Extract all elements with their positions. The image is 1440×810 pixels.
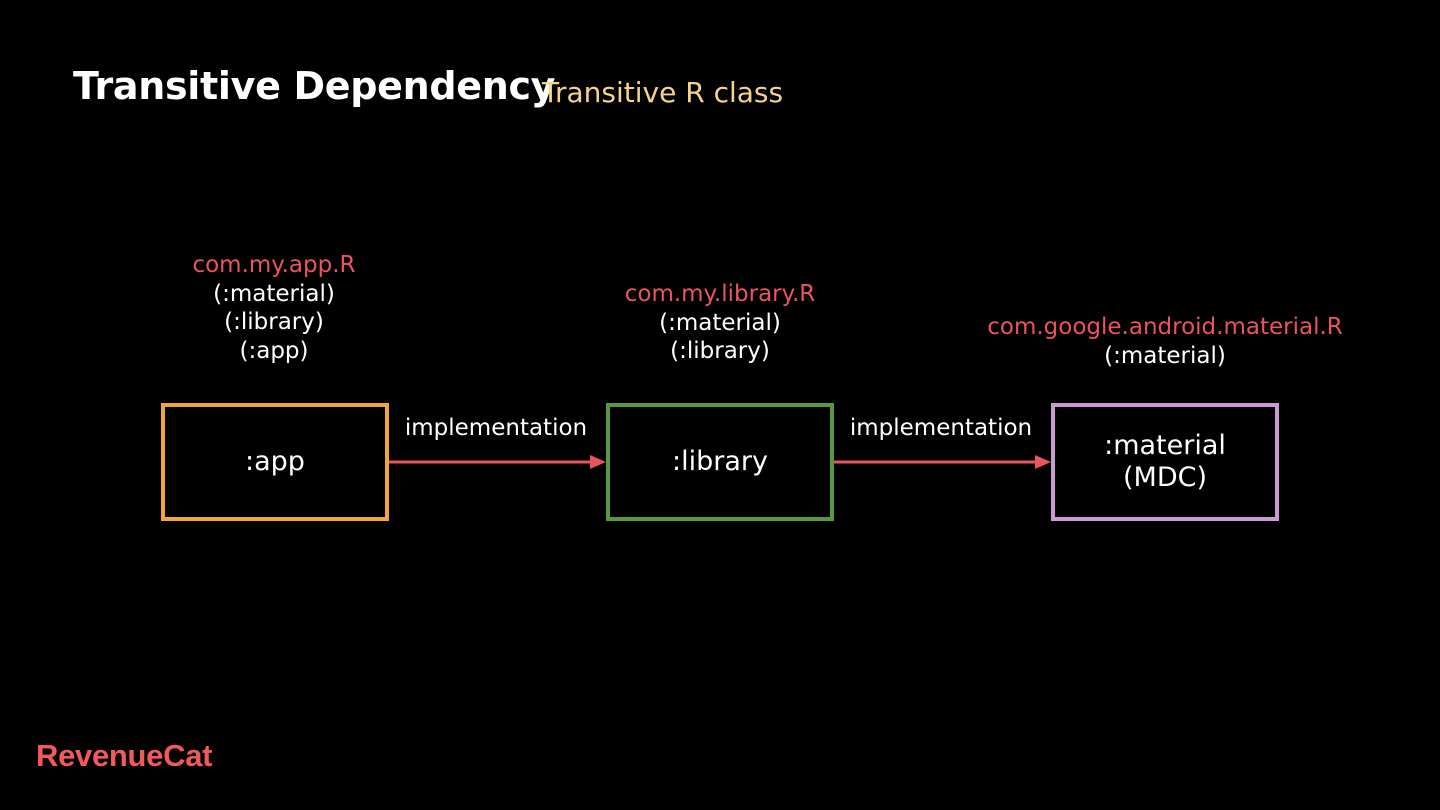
r-class-name: com.google.android.material.R bbox=[987, 314, 1343, 340]
r-class-dep: (:library) bbox=[670, 338, 770, 364]
r-class-dep: (:library) bbox=[224, 309, 324, 335]
r-class-dep: (:app) bbox=[239, 337, 309, 364]
module-name: :material bbox=[1104, 430, 1226, 461]
r-class-name: com.my.app.R bbox=[192, 252, 356, 278]
r-class-library: com.my.library.R (:material) (:library) bbox=[580, 280, 860, 366]
r-class-dep: (:material) bbox=[1104, 342, 1226, 369]
edge-label-library-material: implementation bbox=[849, 415, 1033, 441]
r-class-dep: (:material) bbox=[659, 309, 781, 336]
module-box-material: :material (MDC) bbox=[1051, 403, 1279, 521]
module-name: :library bbox=[672, 446, 768, 477]
edge-label-app-library: implementation bbox=[404, 415, 588, 441]
r-class-dep: (:material) bbox=[213, 280, 335, 307]
slide-subtitle: Transitive R class bbox=[542, 76, 784, 109]
module-box-app: :app bbox=[161, 403, 389, 521]
r-class-app: com.my.app.R (:material) (:library) (:ap… bbox=[154, 251, 394, 365]
module-subtitle: (MDC) bbox=[1122, 462, 1207, 493]
slide-title: Transitive Dependency bbox=[73, 64, 556, 108]
module-name: :app bbox=[245, 446, 305, 477]
r-class-name: com.my.library.R bbox=[624, 281, 816, 307]
module-box-library: :library bbox=[606, 403, 834, 521]
revenuecat-logo: RevenueCat bbox=[36, 738, 213, 773]
arrow-app-to-library bbox=[389, 455, 606, 469]
arrow-library-to-material bbox=[834, 455, 1051, 469]
r-class-material: com.google.android.material.R (:material… bbox=[960, 313, 1370, 370]
